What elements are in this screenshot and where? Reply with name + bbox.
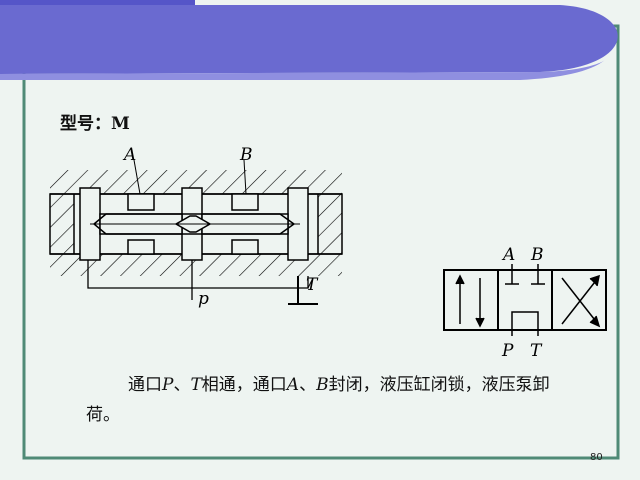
symbol-label-b: B: [530, 245, 544, 265]
symbol-center-position: [505, 264, 545, 336]
tank-symbol: [288, 276, 318, 305]
symbol-label-p: P: [501, 341, 514, 361]
section-label-p: p: [198, 289, 209, 309]
symbol-left-position: [455, 274, 485, 328]
section-label-b: B: [239, 145, 253, 165]
symbol-outline: [443, 269, 607, 331]
symbol-label-t: T: [530, 341, 543, 361]
section-label-a: A: [122, 145, 136, 165]
title-banner: [0, 0, 618, 80]
section-label-t: T: [306, 275, 319, 295]
slide-caption: 通口P、T相通，通口A、B封闭，液压缸闭锁，液压泵卸荷。: [86, 375, 550, 425]
slide-heading: 型号：M: [60, 114, 130, 134]
symbol-label-a: A: [501, 245, 515, 265]
valve-body-bottom: [50, 254, 342, 276]
symbol-right-position: [561, 274, 601, 328]
pressure-line: [87, 260, 309, 289]
port-a-chamber: [127, 193, 155, 211]
port-b-chamber: [231, 193, 259, 211]
page-number: 80: [590, 452, 603, 463]
